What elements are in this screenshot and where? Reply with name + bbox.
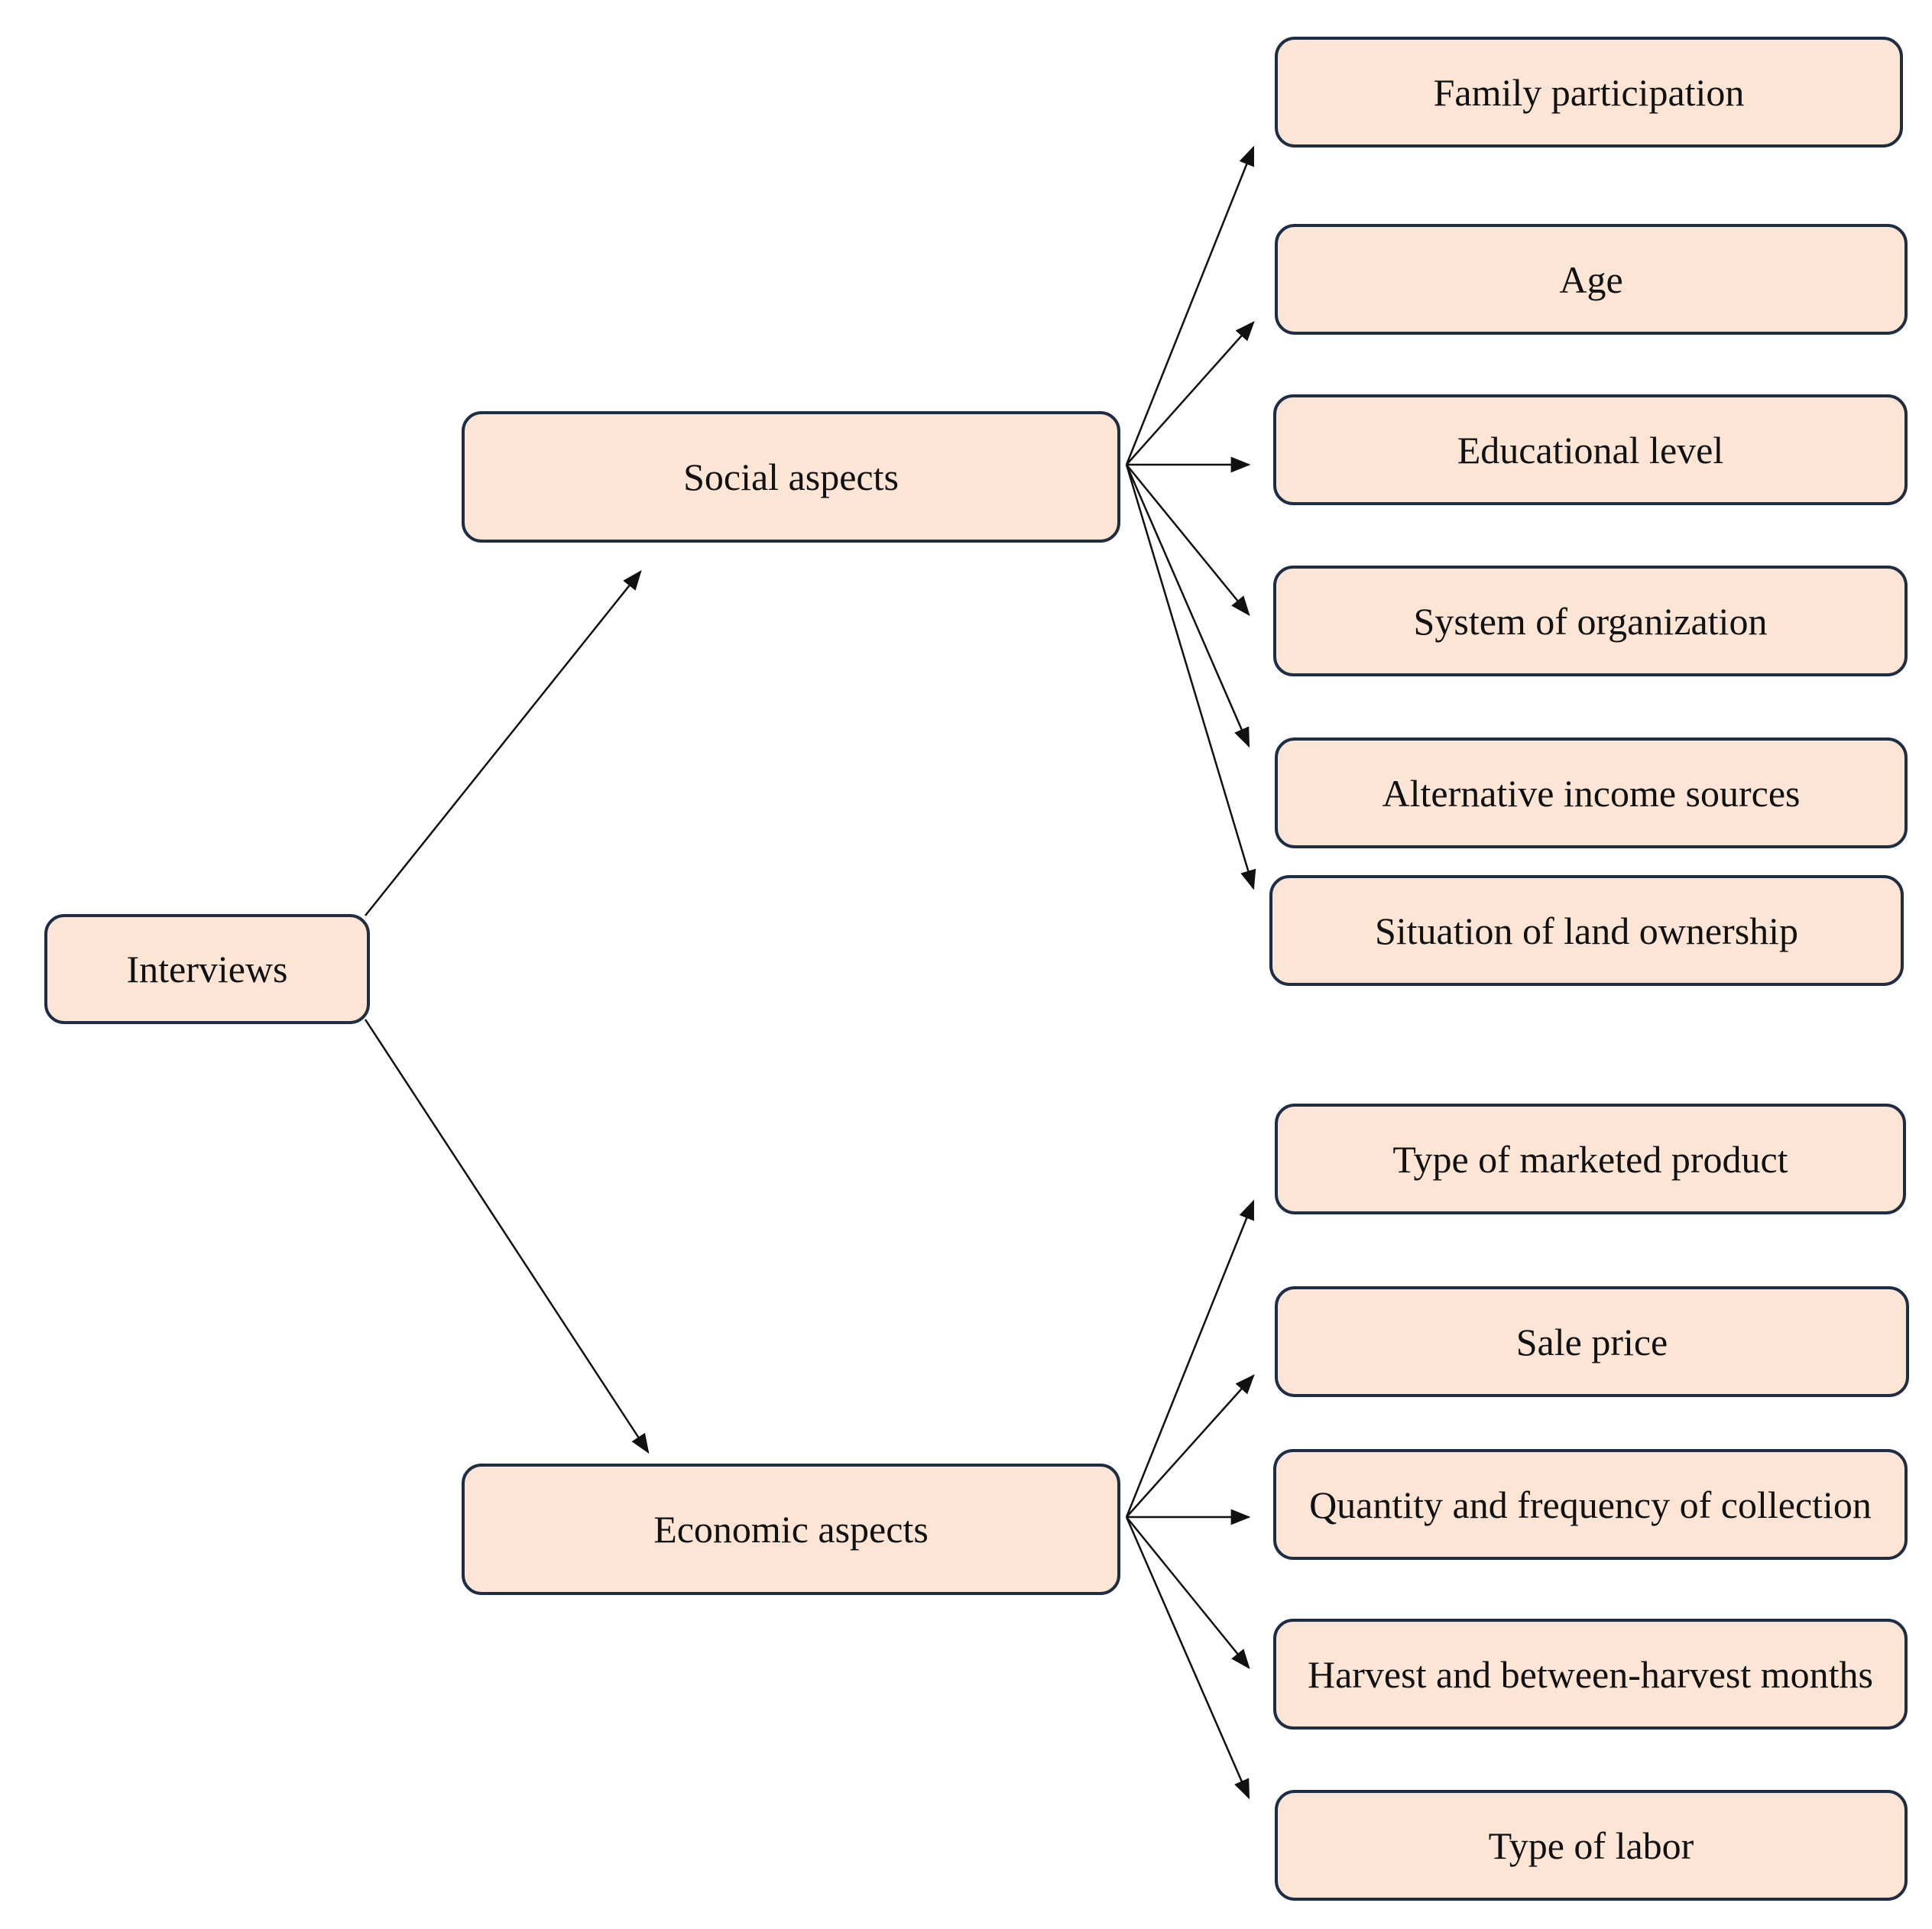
node-situation-of-land-ownership: Situation of land ownership [1269, 875, 1904, 986]
arrow-social-to-item-1 [1125, 145, 1255, 465]
arrow-interviews-to-economic [364, 1019, 650, 1454]
node-sale-price: Sale price [1275, 1286, 1909, 1397]
arrow-social-to-item-4 [1126, 464, 1250, 617]
node-family-participation: Family participation [1275, 37, 1903, 148]
arrow-economic-to-item-4 [1126, 1516, 1250, 1670]
arrow-economic-to-item-2 [1126, 1374, 1255, 1518]
node-economic-aspects: Economic aspects [462, 1464, 1120, 1595]
node-type-of-marketed-product: Type of marketed product [1275, 1104, 1906, 1214]
node-interviews: Interviews [44, 914, 370, 1024]
node-harvest-and-between-harvest-months: Harvest and between-harvest months [1273, 1619, 1908, 1730]
node-type-of-labor: Type of labor [1275, 1790, 1908, 1901]
node-alternative-income-sources: Alternative income sources [1275, 738, 1908, 848]
node-system-of-organization: System of organization [1273, 566, 1908, 676]
node-quantity-and-frequency-of-collection: Quantity and frequency of collection [1273, 1449, 1908, 1560]
arrow-interviews-to-social [365, 569, 642, 916]
arrow-social-to-item-6 [1125, 464, 1256, 890]
arrow-economic-to-item-1 [1125, 1199, 1255, 1518]
node-social-aspects: Social aspects [462, 411, 1120, 543]
arrow-social-to-item-5 [1125, 464, 1250, 748]
node-educational-level: Educational level [1273, 394, 1908, 505]
arrow-economic-to-item-5 [1125, 1516, 1250, 1800]
node-age: Age [1275, 224, 1908, 335]
arrow-social-to-item-2 [1126, 321, 1255, 465]
